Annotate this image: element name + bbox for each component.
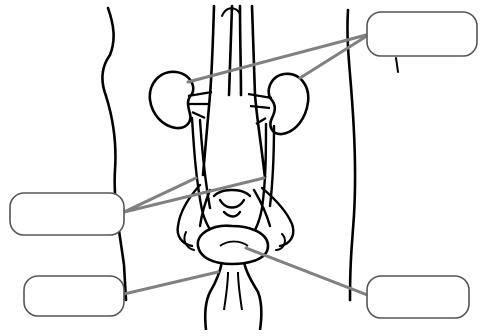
vessel-right-outer (252, 6, 265, 178)
label-box-mid-left[interactable] (10, 193, 124, 235)
sacrum-center (220, 200, 244, 217)
right-renal-vessels (248, 94, 272, 124)
label-box-bottom-left[interactable] (24, 276, 124, 316)
vessel-left-inner (229, 6, 232, 95)
great-vessels (203, 6, 265, 178)
spine-hint (396, 58, 398, 72)
label-box-bottom-right[interactable] (367, 276, 469, 318)
urethra-inner (224, 272, 242, 310)
vessel-left-outer (203, 6, 214, 175)
urethra-right (244, 262, 261, 330)
sacrum-top (214, 190, 250, 196)
label-boxes (10, 12, 477, 318)
leader-line-bottom-left (124, 272, 218, 294)
leader-line-top-right-b (300, 34, 370, 78)
left-kidney (150, 72, 212, 128)
bladder-group (198, 226, 268, 330)
vessel-right-inner (240, 6, 241, 95)
label-box-top-right[interactable] (367, 12, 477, 56)
leader-line-mid-left-b (124, 178, 264, 212)
body-left-edge (103, 8, 126, 300)
body-right-edge (347, 10, 355, 300)
left-kidney-outline (150, 72, 193, 128)
bladder (198, 226, 268, 264)
